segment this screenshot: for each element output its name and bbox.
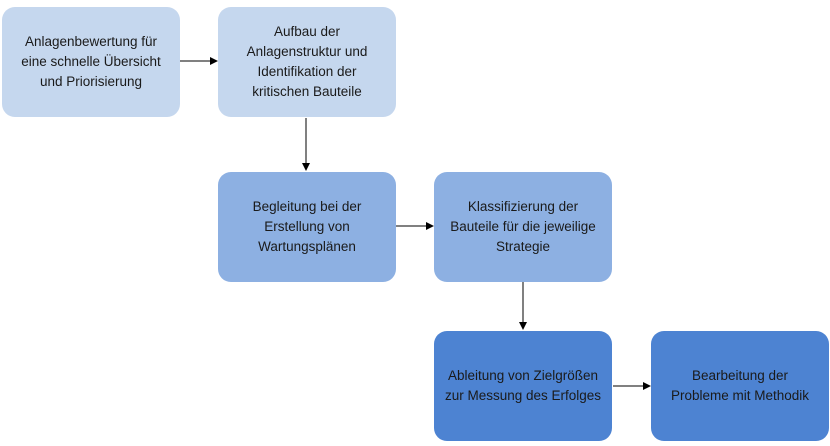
node-klassifizierung-label: Klassifizierung der Bauteile für die jew… bbox=[450, 199, 596, 254]
node-begleitung: Begleitung bei der Erstellung von Wartun… bbox=[218, 172, 396, 282]
node-aufbau-label: Aufbau der Anlagenstruktur und Identifik… bbox=[246, 24, 368, 99]
node-klassifizierung: Klassifizierung der Bauteile für die jew… bbox=[434, 172, 612, 282]
node-bearbeitung: Bearbeitung der Probleme mit Methodik bbox=[651, 331, 829, 441]
node-ableitung: Ableitung von Zielgrößen zur Messung des… bbox=[434, 331, 612, 441]
node-anlagenbewertung-label: Anlagenbewertung für eine schnelle Übers… bbox=[21, 34, 161, 89]
node-aufbau: Aufbau der Anlagenstruktur und Identifik… bbox=[218, 7, 396, 117]
node-bearbeitung-label: Bearbeitung der Probleme mit Methodik bbox=[670, 368, 810, 403]
node-begleitung-label: Begleitung bei der Erstellung von Wartun… bbox=[252, 199, 362, 254]
node-anlagenbewertung: Anlagenbewertung für eine schnelle Übers… bbox=[2, 7, 180, 117]
node-ableitung-label: Ableitung von Zielgrößen zur Messung des… bbox=[444, 368, 602, 403]
